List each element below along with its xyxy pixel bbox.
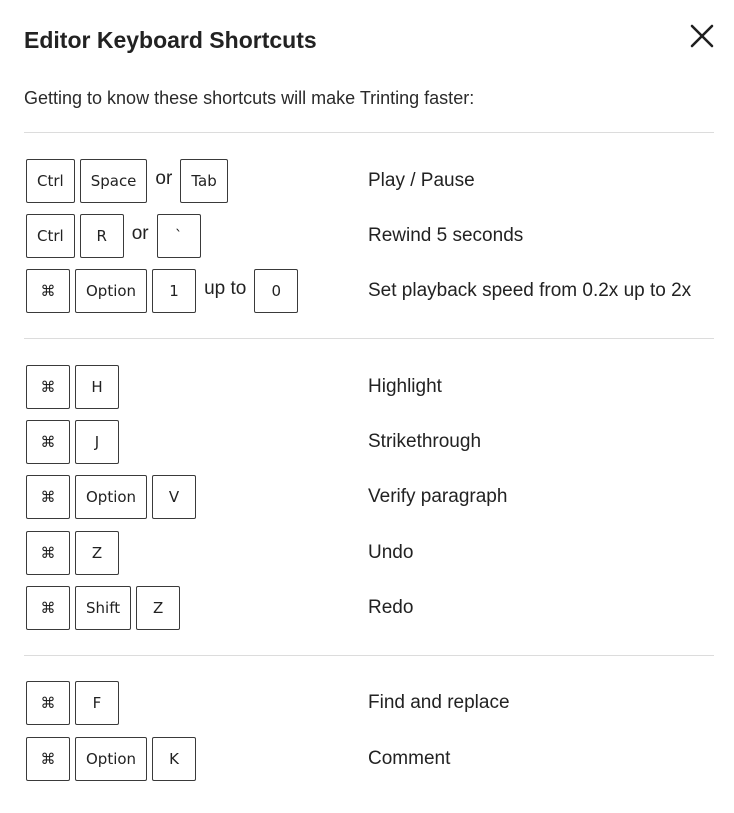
key-shift: Shift [75, 586, 132, 630]
key-separator: or [131, 223, 149, 244]
shortcut-action: Find and replace [368, 692, 510, 713]
command-key: ⌘ [26, 737, 70, 781]
section-divider [24, 338, 714, 339]
shortcut-action: Rewind 5 seconds [368, 225, 524, 246]
command-key: ⌘ [26, 420, 70, 464]
command-key: ⌘ [26, 269, 70, 313]
shortcut-action: Redo [368, 597, 414, 618]
shortcut-row-find-and-replace: ⌘F Find and replace [26, 680, 716, 726]
command-key: ⌘ [26, 475, 70, 519]
key-f: F [75, 681, 119, 725]
shortcut-action: Strikethrough [368, 431, 482, 452]
section-divider [24, 132, 714, 133]
key-v: V [152, 475, 197, 519]
shortcut-action: Comment [368, 748, 451, 769]
key-j: J [75, 420, 119, 464]
close-icon [688, 22, 716, 50]
key-space: Space [79, 159, 148, 203]
key-combination: ⌘J [26, 419, 124, 465]
key-option: Option [75, 737, 148, 781]
key-tab: Tab [180, 159, 228, 203]
key-ctrl: Ctrl [26, 214, 75, 258]
key-separator: or [155, 168, 173, 189]
key-option: Option [75, 269, 148, 313]
key-r: R [79, 214, 124, 258]
key-h: H [75, 365, 119, 409]
shortcut-action: Undo [368, 542, 414, 563]
intro-text: Getting to know these shortcuts will mak… [24, 88, 475, 108]
key-ctrl: Ctrl [26, 159, 75, 203]
key-z: Z [75, 531, 119, 575]
key-combination: ⌘Z [26, 530, 124, 576]
shortcut-row-highlight: ⌘H Highlight [26, 364, 716, 410]
command-key: ⌘ [26, 531, 70, 575]
key-option: Option [75, 475, 148, 519]
key-z: Z [136, 586, 181, 630]
key-separator: up to [204, 278, 247, 299]
shortcut-action: Set playback speed from 0.2x up to 2x [368, 280, 692, 301]
key-backtick: ` [156, 214, 201, 258]
key-combination: ⌘H [26, 364, 124, 410]
key-0: 0 [254, 269, 299, 313]
key-1: 1 [152, 269, 197, 313]
command-key: ⌘ [26, 586, 70, 630]
shortcut-row-undo: ⌘Z Undo [26, 530, 716, 576]
shortcut-action: Verify paragraph [368, 486, 508, 507]
dialog-title: Editor Keyboard Shortcuts [24, 27, 317, 53]
key-k: K [152, 737, 197, 781]
key-combination: ⌘F [26, 680, 124, 726]
shortcut-action: Play / Pause [368, 170, 475, 191]
close-button[interactable] [688, 22, 716, 50]
shortcut-action: Highlight [368, 376, 442, 397]
command-key: ⌘ [26, 365, 70, 409]
shortcut-row-strikethrough: ⌘J Strikethrough [26, 419, 716, 465]
section-divider [24, 655, 714, 656]
command-key: ⌘ [26, 681, 70, 725]
